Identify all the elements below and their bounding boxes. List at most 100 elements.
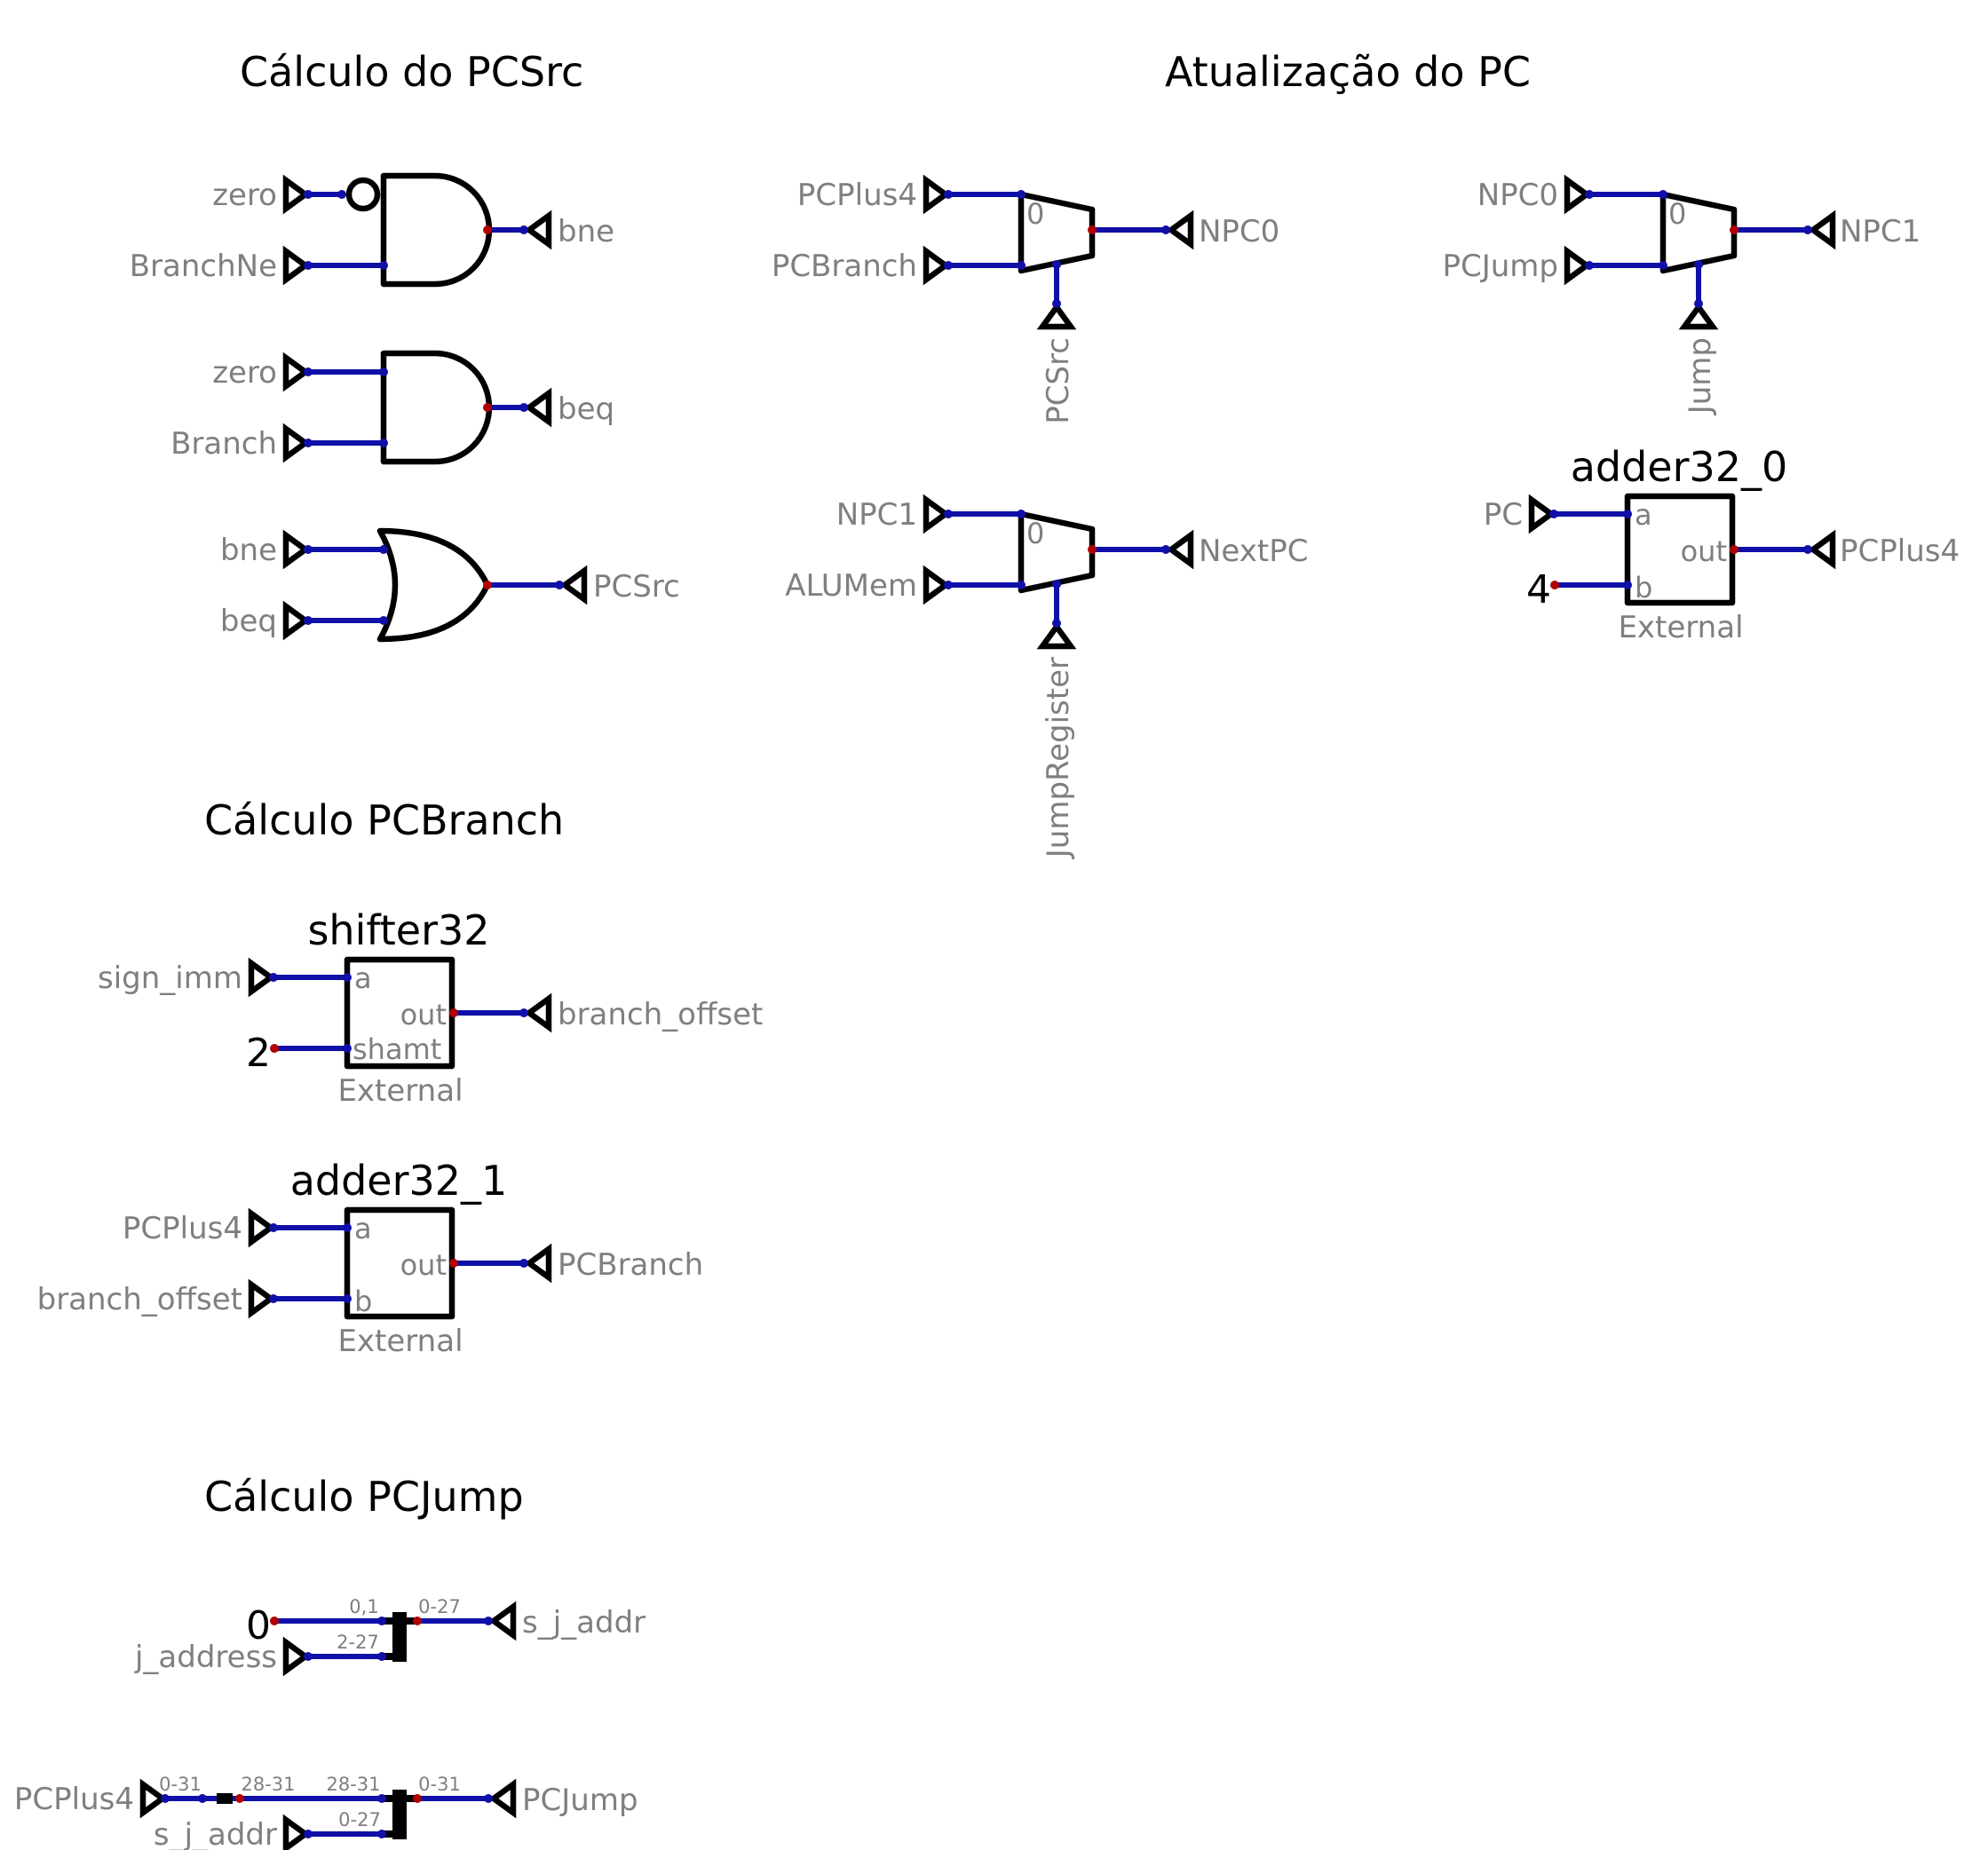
label-nextpc: NextPC [1199, 534, 1308, 569]
input-pin [926, 251, 946, 280]
bit-range-label: 0-27 [338, 1809, 381, 1830]
mux-zero-label: 0 [1026, 517, 1044, 550]
label-j-address: j_address [134, 1640, 277, 1675]
mux-nextpc: 0 NPC1 ALUMem NextPC JumpRegister [785, 497, 1308, 859]
bit-range-label: 0,1 [349, 1596, 378, 1617]
input-pin [286, 1820, 305, 1848]
output-pin [1813, 216, 1833, 244]
output-pin [565, 571, 584, 599]
label-bne: bne [558, 214, 614, 249]
label-npc1: NPC1 [1840, 214, 1921, 249]
constant-0: 0 [246, 1603, 271, 1648]
mux-npc1: 0 NPC0 PCJump NPC1 Jump [1442, 178, 1921, 415]
select-pin [1036, 621, 1077, 650]
label-branch-offset: branch_offset [558, 997, 763, 1032]
shifter32-block: shifter32 a shamt out External sign_imm … [98, 906, 763, 1109]
title-pcjump: Cálculo PCJump [204, 1473, 524, 1521]
constant-4: 4 [1526, 567, 1551, 613]
label-npc0: NPC0 [1199, 214, 1279, 249]
label-pcplus4: PCPlus4 [123, 1211, 242, 1246]
component-name: adder32_1 [290, 1157, 508, 1205]
bit-range-label: 0-31 [159, 1774, 202, 1795]
constant-2: 2 [246, 1031, 271, 1076]
mux-npc0: 0 PCPlus4 PCBranch NPC0 PCSrc [772, 178, 1279, 424]
label-pcplus4: PCPlus4 [797, 178, 917, 213]
output-pin [1171, 216, 1191, 244]
label-bne: bne [220, 533, 277, 568]
input-pin [926, 571, 946, 599]
label-zero: zero [212, 178, 277, 213]
label-alumem: ALUMem [785, 568, 917, 604]
label-pc: PC [1484, 497, 1523, 533]
output-pin [529, 393, 549, 422]
label-sign-imm: sign_imm [98, 961, 242, 996]
block-subtitle: External [337, 1073, 463, 1109]
port-out: out [400, 998, 447, 1032]
input-pin [1567, 251, 1587, 280]
input-pin [926, 500, 946, 528]
title-pcbranch: Cálculo PCBranch [204, 796, 564, 844]
input-pin [926, 180, 946, 209]
label-pcjump: PCJump [522, 1783, 638, 1818]
input-pin [286, 535, 305, 564]
input-pin [286, 606, 305, 635]
title-pcsrc: Cálculo do PCSrc [240, 48, 583, 96]
label-branchne: BranchNe [130, 249, 277, 284]
port-a: a [354, 1212, 372, 1245]
output-pin [1813, 535, 1833, 564]
mux-zero-label: 0 [1026, 197, 1044, 231]
or-gate-pcsrc: bne beq PCSrc [220, 527, 680, 643]
bit-range-label: 28-31 [326, 1774, 380, 1795]
and-gate-beq: zero Branch beq [170, 350, 614, 465]
label-jumpregister-select: JumpRegister [1041, 657, 1076, 859]
output-pin [529, 216, 549, 244]
block-subtitle: External [337, 1324, 463, 1359]
input-pin [286, 429, 305, 457]
label-npc1: NPC1 [836, 497, 917, 533]
label-pcplus4: PCPlus4 [14, 1782, 134, 1817]
port-out: out [1681, 534, 1727, 568]
label-pcbranch: PCBranch [772, 249, 917, 284]
adder32-1-block: adder32_1 a b out External PCPlus4 branc… [37, 1157, 704, 1359]
input-pin [251, 963, 271, 992]
label-zero: zero [212, 355, 277, 391]
and-gate-bne: zero BranchNe bne [130, 172, 614, 288]
input-pin [1532, 500, 1551, 528]
mux-zero-label: 0 [1668, 197, 1686, 231]
label-pcsrc-select: PCSrc [1041, 337, 1076, 424]
label-beq: beq [220, 604, 277, 639]
output-pin [494, 1784, 513, 1813]
port-a: a [1635, 498, 1652, 532]
bit-range-label: 0-31 [418, 1774, 461, 1795]
input-pin [286, 1642, 305, 1671]
label-s-j-addr: s_j_addr [522, 1605, 646, 1640]
input-pin [286, 180, 305, 209]
label-npc0: NPC0 [1477, 178, 1558, 213]
label-pcjump: PCJump [1442, 249, 1558, 284]
component-name: adder32_0 [1571, 443, 1788, 491]
select-pin [1036, 302, 1077, 330]
bit-range-label: 2-27 [337, 1632, 379, 1653]
component-name: shifter32 [307, 906, 489, 954]
label-beq: beq [558, 391, 614, 427]
output-pin [494, 1607, 513, 1635]
label-pcbranch: PCBranch [558, 1247, 703, 1283]
port-out: out [400, 1248, 447, 1282]
adder32-0-block: adder32_0 a b out External PC 4 PCPlus4 [1484, 443, 1960, 645]
output-pin [529, 1249, 549, 1277]
port-b: b [354, 1285, 372, 1318]
label-branch: Branch [170, 426, 277, 462]
bit-range-label: 28-31 [241, 1774, 295, 1795]
select-pin [1678, 302, 1719, 330]
input-pin [286, 358, 305, 386]
label-branch-offset: branch_offset [37, 1282, 242, 1317]
port-a: a [354, 961, 372, 995]
bit-range-label: 0-27 [418, 1596, 461, 1617]
splitter-pcjump: 0-31 28-31 28-31 0-27 0-31 PCPlus4 s_j_a… [14, 1774, 638, 1850]
port-shamt: shamt [352, 1032, 441, 1066]
input-pin [251, 1214, 271, 1242]
splitter-s-j-addr: 0,1 2-27 0-27 0 j_address s_j_addr [134, 1596, 646, 1675]
output-pin [1171, 535, 1191, 564]
port-b: b [1635, 571, 1652, 605]
